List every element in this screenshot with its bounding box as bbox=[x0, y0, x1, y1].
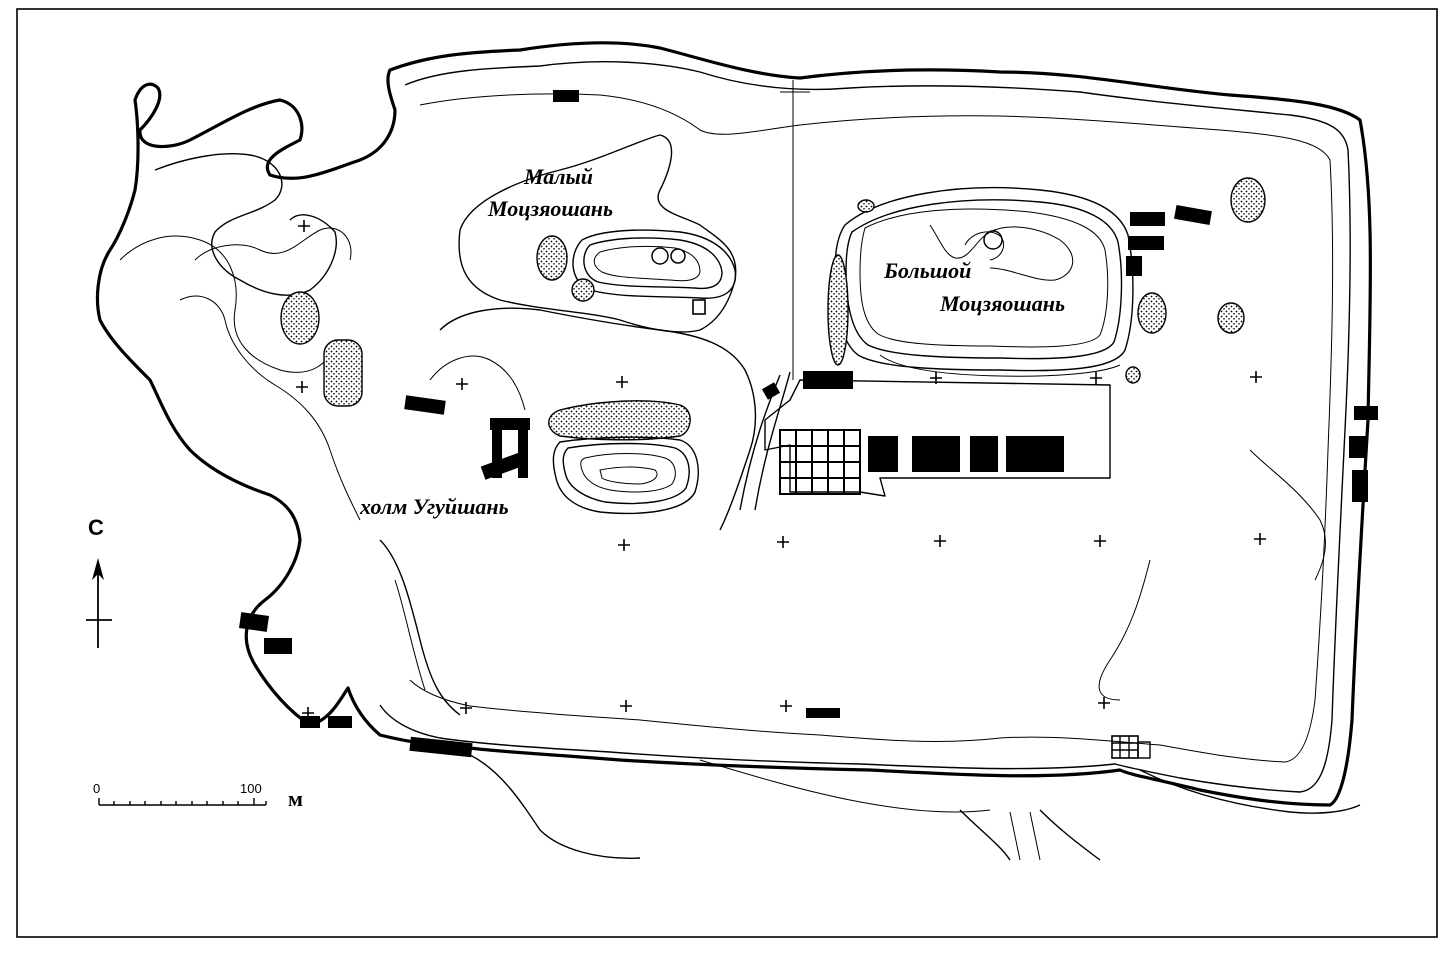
scale-start: 0 bbox=[93, 781, 100, 796]
trenches bbox=[239, 90, 1378, 758]
contour-line bbox=[959, 809, 1011, 861]
contour-line bbox=[1249, 449, 1326, 581]
trench bbox=[912, 436, 960, 472]
big-hill-label-line2: Моцзяошань bbox=[939, 291, 1065, 316]
contour-line bbox=[1039, 809, 1101, 861]
wugui-platform bbox=[548, 400, 691, 441]
trench bbox=[1352, 470, 1368, 502]
trench bbox=[300, 716, 320, 728]
north-label: С bbox=[88, 515, 104, 540]
mound bbox=[536, 235, 568, 281]
contour-line bbox=[1009, 811, 1041, 861]
mound bbox=[1217, 302, 1245, 334]
compound-outline bbox=[764, 379, 1111, 497]
trench bbox=[1006, 436, 1064, 472]
big-hill-contour bbox=[845, 199, 1123, 360]
mound bbox=[280, 291, 320, 345]
scale-bar: 0 100 м bbox=[93, 781, 303, 811]
contour-line bbox=[458, 134, 737, 333]
small-hill-contour bbox=[593, 245, 701, 282]
trench bbox=[803, 371, 853, 389]
hilltop-marker bbox=[670, 248, 686, 264]
trench bbox=[1126, 256, 1142, 276]
trench bbox=[518, 418, 528, 478]
trench bbox=[868, 436, 898, 472]
excavation-grid bbox=[779, 429, 861, 495]
trench bbox=[239, 612, 269, 632]
scale-unit: м bbox=[288, 786, 303, 811]
big-hill-label-line1: Большой bbox=[883, 258, 971, 283]
contour-line bbox=[469, 754, 641, 859]
wugui-hill-contour bbox=[562, 442, 690, 505]
contour-line bbox=[179, 295, 361, 521]
mound bbox=[1125, 366, 1141, 384]
contour-line bbox=[394, 579, 426, 691]
mound bbox=[1230, 177, 1266, 223]
small-structure bbox=[692, 299, 706, 315]
survey-crosses bbox=[296, 220, 1266, 719]
scale-end: 100 bbox=[240, 781, 262, 796]
trench bbox=[1128, 236, 1164, 250]
wugui-hill-contour bbox=[580, 453, 676, 493]
small-hill-contour bbox=[572, 229, 737, 299]
trench bbox=[264, 638, 292, 654]
contour-line bbox=[1098, 559, 1151, 701]
wugui-hill-contour bbox=[599, 466, 658, 485]
trench bbox=[553, 90, 579, 102]
contour-line bbox=[1139, 769, 1361, 814]
north-arrow-icon bbox=[92, 558, 104, 580]
road-line bbox=[754, 371, 791, 511]
trench bbox=[328, 716, 352, 728]
mound bbox=[827, 254, 849, 366]
mound bbox=[1137, 292, 1167, 334]
trench bbox=[1174, 204, 1212, 226]
mound bbox=[571, 278, 595, 302]
mound bbox=[323, 339, 363, 407]
map-frame bbox=[16, 8, 1438, 938]
big-hill-contour bbox=[929, 224, 1074, 281]
big-hill-contour bbox=[834, 186, 1134, 372]
contour-line bbox=[154, 152, 337, 296]
north-arrow: С bbox=[86, 515, 112, 648]
contour-line bbox=[409, 93, 1334, 763]
trench bbox=[404, 395, 446, 415]
wugui-hill-contour bbox=[552, 436, 699, 515]
hilltop-marker bbox=[983, 230, 1003, 250]
mound bbox=[857, 199, 875, 213]
contour-line bbox=[119, 235, 336, 373]
hilltop-marker bbox=[651, 247, 669, 265]
trench bbox=[806, 708, 840, 718]
contour-line bbox=[439, 307, 757, 531]
contour-line bbox=[699, 759, 991, 813]
trench bbox=[1354, 406, 1378, 420]
big-hill-contour bbox=[859, 208, 1109, 348]
trench bbox=[970, 436, 998, 472]
trench bbox=[1130, 212, 1165, 226]
trench bbox=[761, 382, 781, 400]
big-hill-contour bbox=[879, 354, 1121, 377]
trench bbox=[1349, 436, 1367, 458]
excavation-grid-small bbox=[1111, 735, 1151, 759]
trench bbox=[480, 452, 524, 480]
contour-line bbox=[429, 355, 526, 411]
small-hill-label-line2: Моцзяошань bbox=[487, 196, 613, 221]
trench bbox=[492, 418, 502, 478]
contour-line bbox=[379, 61, 1351, 793]
outer-wall-contour bbox=[95, 41, 1373, 807]
small-hill-label-line1: Малый bbox=[523, 164, 593, 189]
contour-line bbox=[379, 539, 461, 716]
trench bbox=[409, 736, 473, 758]
big-hill-contour bbox=[964, 231, 1005, 261]
small-hill-contour bbox=[583, 237, 723, 290]
contour-line bbox=[194, 227, 352, 261]
wugui-hill-label: холм Угуйшань bbox=[359, 494, 509, 519]
